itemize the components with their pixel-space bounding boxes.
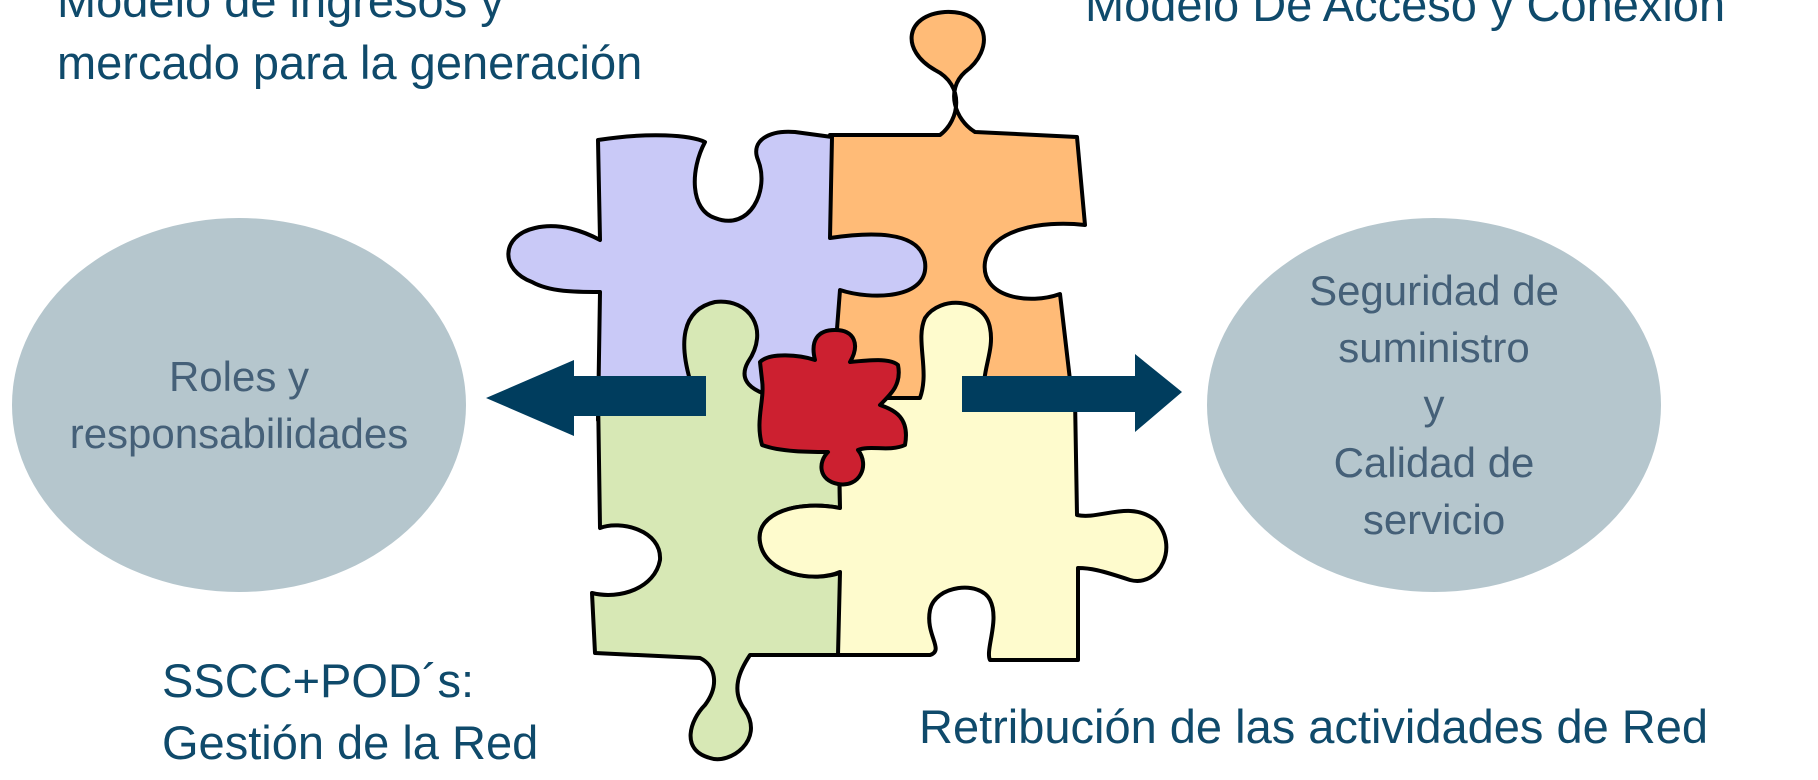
bubble-line: y: [1423, 381, 1445, 429]
puzzle-piece-yellow: [757, 300, 1169, 662]
puzzle-piece-red: [757, 328, 908, 487]
caption-acceso-conexion: Modelo De Acceso y Conexión: [1085, 0, 1725, 36]
bubble-seguridad: Seguridad de suministro y Calidad de ser…: [1207, 218, 1661, 592]
caption-ingresos-mercado: Modelo de ingresos y mercado para la gen…: [57, 0, 642, 94]
caption-line: mercado para la generación: [57, 36, 643, 90]
bubble-line: suministro: [1338, 324, 1530, 372]
caption-line: SSCC+POD´s:: [162, 654, 475, 707]
caption-retribucion: Retribución de las actividades de Red: [919, 696, 1708, 758]
bubble-line: servicio: [1362, 495, 1506, 543]
bubble-line: Seguridad de: [1309, 267, 1559, 315]
caption-sscc-gestion: SSCC+POD´s: Gestión de la Red: [162, 650, 538, 774]
bubble-line: Roles y: [168, 352, 310, 400]
puzzle-piece-orange: [828, 9, 1087, 422]
arrow-right-icon: [962, 354, 1182, 432]
bubble-roles: Roles y responsabilidades: [12, 218, 466, 592]
caption-line: Modelo De Acceso y Conexión: [1085, 0, 1726, 31]
arrow-left-icon: [486, 360, 706, 436]
caption-line: Gestión de la Red: [162, 716, 539, 770]
caption-line: Modelo de ingresos y: [57, 0, 504, 27]
bubble-line: responsabilidades: [69, 410, 409, 457]
caption-line: Retribución de las actividades de Red: [919, 700, 1709, 753]
bubble-line: Calidad de: [1333, 438, 1535, 486]
